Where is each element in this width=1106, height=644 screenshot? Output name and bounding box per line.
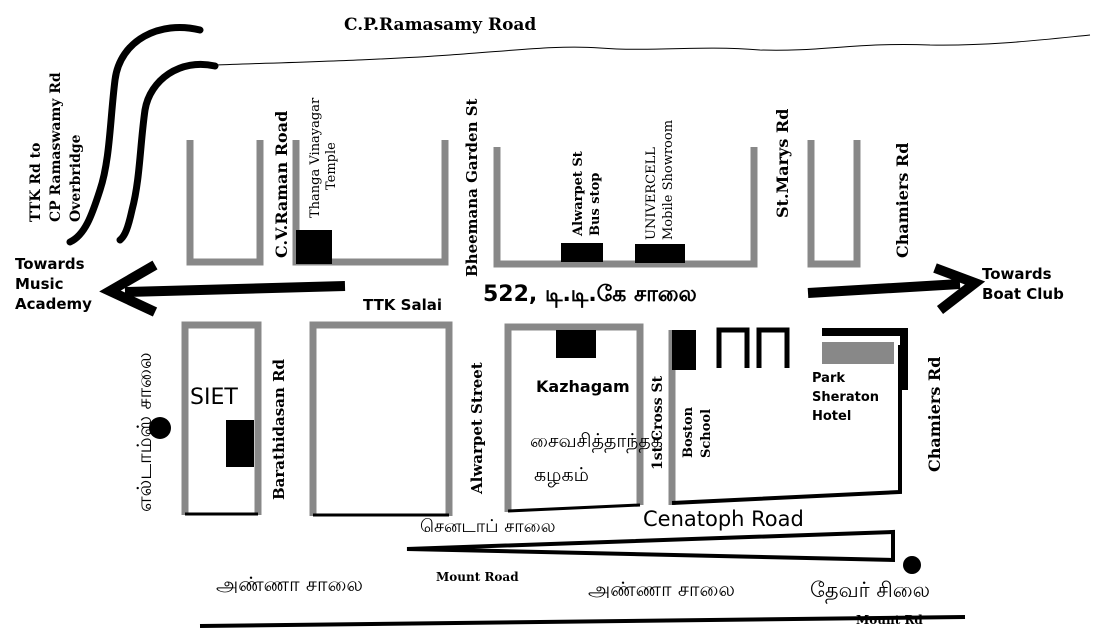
siet-label: SIET xyxy=(190,385,238,410)
bus-stop-marker xyxy=(561,243,603,262)
cenotaph-tamil-label: செனடாப் சாலை xyxy=(420,516,556,537)
top-block-1 xyxy=(186,140,264,266)
bottom-block-kazhagam xyxy=(504,323,644,512)
park-sheraton-label: Park Sheraton Hotel xyxy=(812,369,879,426)
overbridge-line-2: CP Ramaswamy Rd xyxy=(48,72,64,222)
towards-music-academy-label: Towards Music Academy xyxy=(15,254,92,314)
anna-salai-left-label: அண்ணா சாலை xyxy=(216,572,363,596)
overbridge-line-3: Overbridge xyxy=(68,134,84,222)
ttk-salai-label: TTK Salai xyxy=(363,296,442,314)
bheemana-garden-st-label: Bheemana Garden St xyxy=(463,98,481,277)
mount-rd-label: Mount Rd xyxy=(856,613,923,627)
cenotaph-road-label: Cenatoph Road xyxy=(643,507,804,531)
overbridge-line-1: TTK Rd to xyxy=(28,142,44,222)
towards-boat-club-line-1: Towards xyxy=(982,265,1052,283)
anna-salai-right-label: அண்ணா சாலை xyxy=(588,577,735,601)
cp-ramasamy-road-label: C.P.Ramasamy Road xyxy=(344,15,537,35)
boston-school-label: Boston School xyxy=(680,407,716,458)
univercell-label: UNIVERCELL Mobile Showroom xyxy=(643,120,677,240)
towards-music-academy-line-2: Music xyxy=(15,275,64,293)
eldams-salai-label: எல்டாம்ஸ் சாலை xyxy=(132,352,156,512)
univercell-line-1: UNIVERCELL xyxy=(644,147,659,240)
kazhagam-label: Kazhagam xyxy=(536,377,630,396)
arrow-towards-music-academy xyxy=(99,260,346,317)
temple-line-2: Temple xyxy=(324,142,339,190)
kazhagam-marker xyxy=(556,330,596,358)
boston-block-outline xyxy=(671,345,902,505)
cp-ramasamy-road-line xyxy=(214,34,1091,66)
eldams-dot xyxy=(149,417,171,439)
cenotaph-road-wedge xyxy=(406,529,895,563)
chamiers-rd-top-label: Chamiers Rd xyxy=(893,142,912,258)
barathidasan-rd-label: Barathidasan Rd xyxy=(270,358,288,500)
overbridge-curve-1 xyxy=(66,23,204,246)
cv-raman-road-label: C.V.Raman Road xyxy=(272,110,291,258)
thevar-statue-dot xyxy=(903,556,921,574)
towards-music-academy-line-1: Towards xyxy=(15,255,85,273)
park-sheraton-line-2: Sheraton xyxy=(812,390,880,405)
st-marys-rd-label: St.Marys Rd xyxy=(773,108,792,218)
top-block-4 xyxy=(807,140,861,268)
bus-stop-line-1: Alwarpet St xyxy=(571,151,586,236)
saiva-line-1: சைவசித்தாந்தக் xyxy=(530,430,663,452)
top-block-2 xyxy=(292,140,449,266)
siet-building xyxy=(226,420,254,467)
boston-building-1 xyxy=(716,327,750,368)
towards-music-academy-line-3: Academy xyxy=(15,295,92,313)
sheraton-outline xyxy=(822,328,908,390)
park-sheraton-line-3: Hotel xyxy=(812,409,852,424)
boston-building-2 xyxy=(756,327,790,368)
kazhagam-base xyxy=(507,503,641,513)
saiva-label: சைவசித்தாந்தக் கழகம் xyxy=(530,424,663,492)
park-sheraton-line-1: Park xyxy=(812,371,846,386)
anna-salai-line xyxy=(199,615,966,628)
address-label: 522, டி.டி.கே சாலை xyxy=(483,282,697,307)
towards-boat-club-label: Towards Boat Club xyxy=(982,264,1064,304)
temple-line-1: Thanga Vinayagar xyxy=(308,97,323,218)
overbridge-curve-2 xyxy=(116,60,219,244)
temple-marker xyxy=(296,230,332,264)
bottom-block-2 xyxy=(309,321,453,516)
saiva-line-2: கழகம் xyxy=(534,464,589,486)
first-cross-st-label: 1st Cross St xyxy=(650,375,666,470)
alwarpet-bus-stop-label: Alwarpet St Bus stop xyxy=(570,151,604,236)
boston-marker xyxy=(672,330,696,370)
sheraton-gray xyxy=(822,342,894,364)
temple-label: Thanga Vinayagar Temple xyxy=(308,98,340,218)
mount-road-label: Mount Road xyxy=(436,570,519,584)
arrow-towards-boat-club xyxy=(807,263,986,314)
alwarpet-street-label: Alwarpet Street xyxy=(468,362,486,494)
top-block-3 xyxy=(493,147,758,268)
bottom-block-siet xyxy=(181,321,262,515)
overbridge-label: TTK Rd to CP Ramaswamy Rd Overbridge xyxy=(26,72,86,222)
boston-line-2: School xyxy=(699,408,714,458)
towards-boat-club-line-2: Boat Club xyxy=(982,285,1064,303)
univercell-marker xyxy=(635,244,685,263)
boston-line-1: Boston xyxy=(681,406,696,458)
chamiers-rd-bottom-label: Chamiers Rd xyxy=(925,356,944,472)
bus-stop-line-2: Bus stop xyxy=(588,172,603,236)
univercell-line-2: Mobile Showroom xyxy=(661,119,676,240)
thevar-silai-label: தேவர் சிலை xyxy=(810,578,931,602)
